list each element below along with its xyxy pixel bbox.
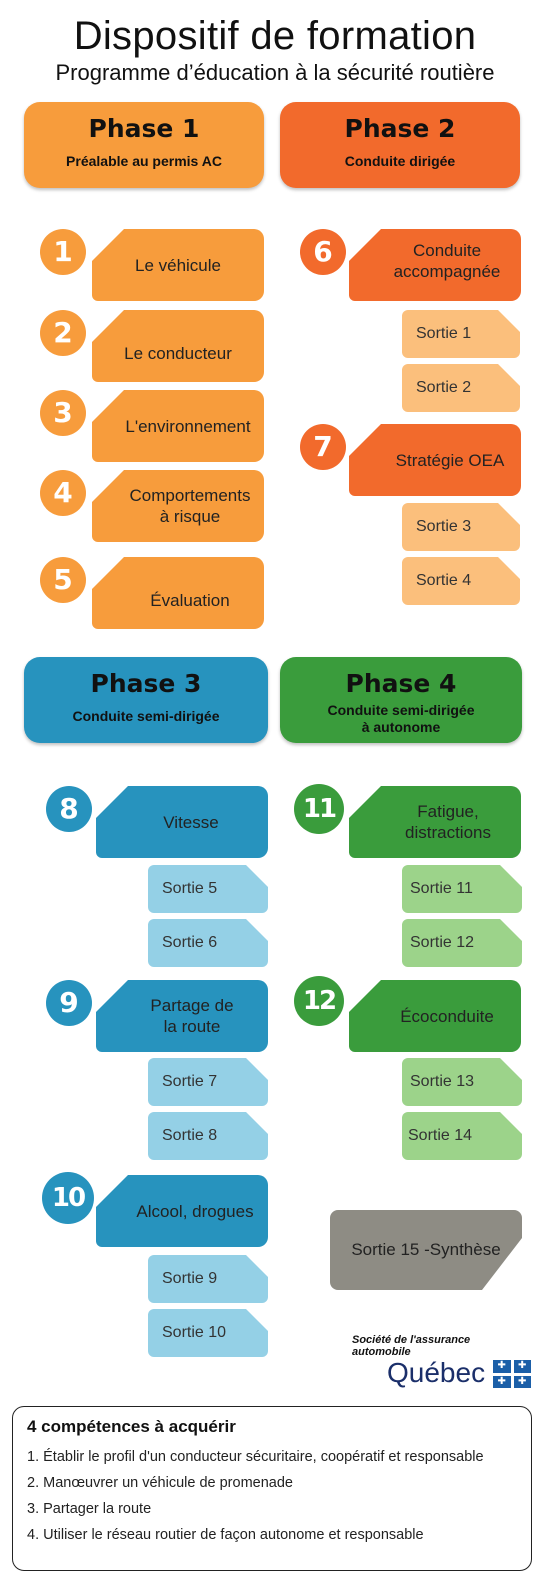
phase-3-header: Phase 3 Conduite semi-dirigée	[24, 657, 268, 743]
competences-title: 4 compétences à acquérir	[27, 1417, 236, 1436]
phase-1-header: Phase 1 Préalable au permis AC	[24, 102, 264, 188]
module-9-label: Partage de la route	[96, 980, 268, 1052]
module-10-number: 10	[42, 1172, 94, 1224]
sortie-12: Sortie 12	[402, 919, 522, 967]
module-4-number: 4	[40, 470, 86, 516]
competence-item-1: 1. Établir le profil d'un conducteur séc…	[27, 1449, 484, 1465]
module-10-label: Alcool, drogues	[96, 1175, 268, 1247]
sortie-7: Sortie 7	[148, 1058, 268, 1106]
module-11-label: Fatigue, distractions	[349, 786, 521, 858]
module-11-label-line1: Fatigue,	[417, 802, 479, 821]
sortie-15-synthese: Sortie 15 -Synthèse	[330, 1210, 522, 1290]
module-4-label-line2: à risque	[159, 507, 221, 526]
sortie-2: Sortie 2	[402, 364, 520, 412]
module-7-label: Stratégie OEA	[349, 424, 521, 496]
module-6-label-line1: Conduite	[412, 241, 482, 260]
sortie-3: Sortie 3	[402, 503, 520, 551]
module-5-number: 5	[40, 557, 86, 603]
competence-item-2: 2. Manœuvrer un véhicule de promenade	[27, 1475, 293, 1491]
phase-2-title: Phase 2	[344, 114, 456, 143]
phase-1-title: Phase 1	[88, 114, 200, 143]
sortie-11: Sortie 11	[402, 865, 522, 913]
sortie-9: Sortie 9	[148, 1255, 268, 1303]
module-9-label-line2: la route	[163, 1017, 221, 1036]
module-12-number: 12	[294, 976, 344, 1026]
module-5-label: Évaluation	[92, 557, 264, 629]
sortie-14: Sortie 14	[402, 1112, 522, 1160]
phase-4-subtitle: Conduite semi-dirigée à autonome	[280, 702, 522, 736]
sortie-1: Sortie 1	[402, 310, 520, 358]
phase-4-subtitle-line1: Conduite semi-dirigée	[327, 702, 475, 718]
competences-box: 4 compétences à acquérir 1. Établir le p…	[12, 1406, 532, 1571]
sortie-6: Sortie 6	[148, 919, 268, 967]
saaq-name-line2: automobile	[352, 1346, 411, 1358]
saaq-name-line1: Société de l'assurance	[352, 1334, 471, 1346]
phase-4-header: Phase 4 Conduite semi-dirigée à autonome	[280, 657, 522, 743]
phase-2-subtitle: Conduite dirigée	[344, 153, 456, 169]
module-7-number: 7	[300, 424, 346, 470]
module-9-number: 9	[46, 980, 92, 1026]
phase-3-subtitle: Conduite semi-dirigée	[72, 708, 220, 724]
module-8-number: 8	[46, 786, 92, 832]
page-title: Dispositif de formation	[73, 14, 477, 58]
sortie-10: Sortie 10	[148, 1309, 268, 1357]
phase-1-subtitle: Préalable au permis AC	[66, 153, 222, 169]
page-subtitle: Programme d’éducation à la sécurité rout…	[55, 60, 495, 85]
quebec-flag-icon: ✚✚✚✚	[493, 1360, 531, 1388]
module-2-number: 2	[40, 310, 86, 356]
phase-4-title: Phase 4	[345, 669, 457, 698]
phase-3-title: Phase 3	[90, 669, 202, 698]
module-12-label: Écoconduite	[349, 980, 521, 1052]
module-1-label: Le véhicule	[92, 229, 264, 301]
module-3-number: 3	[40, 390, 86, 436]
module-9-label-line1: Partage de	[150, 996, 234, 1015]
quebec-wordmark: Québec	[387, 1357, 486, 1388]
phase-4-subtitle-line2: à autonome	[361, 719, 441, 735]
module-2-label: Le conducteur	[92, 310, 264, 382]
module-11-number: 11	[294, 784, 344, 834]
sortie-13: Sortie 13	[402, 1058, 522, 1106]
phase-2-header: Phase 2 Conduite dirigée	[280, 102, 520, 188]
module-6-label: Conduite accompagnée	[349, 229, 521, 301]
competence-item-3: 3. Partager la route	[27, 1501, 152, 1517]
module-4-label: Comportements à risque	[92, 470, 264, 542]
competence-item-4: 4. Utiliser le réseau routier de façon a…	[27, 1527, 424, 1543]
sortie-5: Sortie 5	[148, 865, 268, 913]
saaq-name: Société de l'assurance automobile	[352, 1334, 470, 1358]
module-3-label: L'environnement	[92, 390, 264, 462]
sortie-4: Sortie 4	[402, 557, 520, 605]
module-4-label-line1: Comportements	[129, 486, 251, 505]
module-11-label-line2: distractions	[405, 823, 491, 842]
module-8-label: Vitesse	[96, 786, 268, 858]
sortie-8: Sortie 8	[148, 1112, 268, 1160]
module-6-label-line2: accompagnée	[393, 262, 501, 281]
module-1-number: 1	[40, 229, 86, 275]
module-6-number: 6	[300, 229, 346, 275]
